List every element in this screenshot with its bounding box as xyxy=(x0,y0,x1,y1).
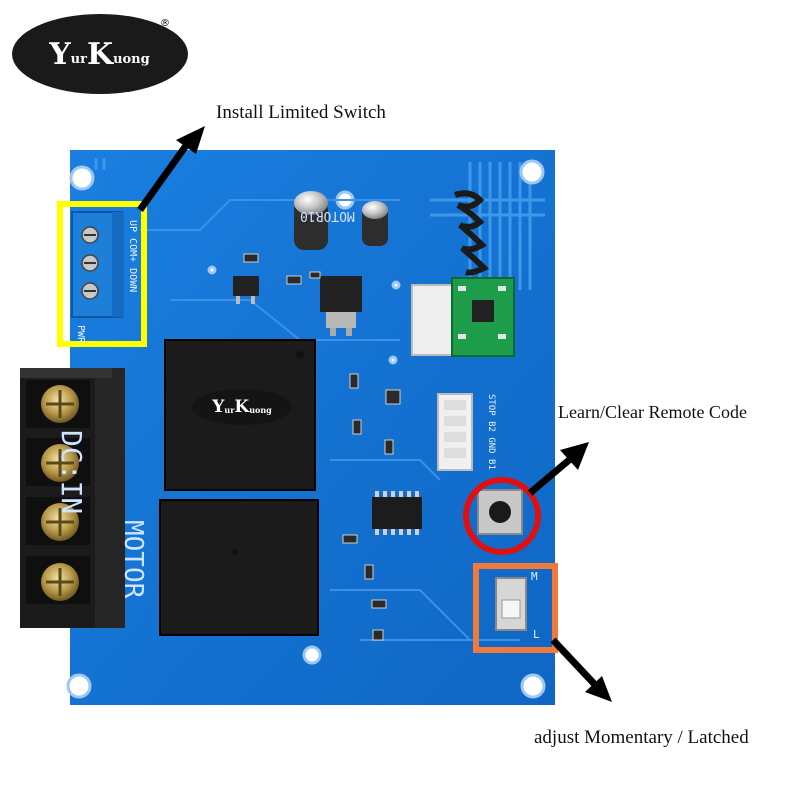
silk-terminal-labels: UP COM+ DOWN xyxy=(127,220,138,293)
silk-pwr: PWR xyxy=(75,325,86,344)
limit-switch-highlight xyxy=(57,201,147,347)
white-socket-rf xyxy=(411,284,453,356)
silk-motor: MOTOR xyxy=(118,520,148,599)
arrow-limit-switch xyxy=(137,126,205,213)
relay-bottom xyxy=(159,499,319,636)
ic-chip xyxy=(372,491,422,535)
board-brand-k: K xyxy=(234,397,250,417)
label-adjust-momentary-latched: adjust Momentary / Latched xyxy=(534,727,749,748)
transistor xyxy=(233,276,259,304)
label-install-limit-switch: Install Limited Switch xyxy=(216,102,386,123)
learn-button xyxy=(477,489,523,535)
capacitor-small xyxy=(362,201,388,246)
arrow-learn-clear xyxy=(527,442,589,496)
board-logo-ellipse xyxy=(192,389,292,425)
learn-button-highlight xyxy=(463,477,541,555)
power-motor-terminal xyxy=(20,368,125,628)
board-brand-uong: uong xyxy=(249,404,272,415)
voltage-regulator xyxy=(320,276,362,336)
rf-receiver-module xyxy=(451,277,515,357)
silk-model: MOTOR10 xyxy=(300,208,355,223)
antenna-coil xyxy=(454,190,490,276)
board-brand-y: Y xyxy=(212,397,225,417)
mode-switch-highlight xyxy=(473,563,558,653)
board-brand-ur: ur xyxy=(224,404,235,415)
silk-switch-l: L xyxy=(533,628,540,641)
brand-logo-ellipse xyxy=(12,14,188,94)
board-brand-logo: Y ur K uong xyxy=(192,389,292,425)
pcb-traces xyxy=(140,199,520,641)
white-connector xyxy=(437,393,473,471)
registered-mark: ® xyxy=(160,18,170,29)
label-learn-clear-remote-code: Learn/Clear Remote Code xyxy=(558,402,747,422)
arrow-adjust-mode xyxy=(550,637,612,702)
silk-switch-m: M xyxy=(531,570,538,583)
silk-connector-labels: STOP B2 GND B1 xyxy=(486,394,496,470)
silk-dc-in: DC:IN xyxy=(55,430,88,515)
limit-switch-terminal xyxy=(71,211,124,318)
smd-components xyxy=(243,253,401,641)
capacitor-large xyxy=(294,191,328,250)
mode-slide-switch xyxy=(495,577,527,631)
mounting-holes xyxy=(66,159,546,699)
